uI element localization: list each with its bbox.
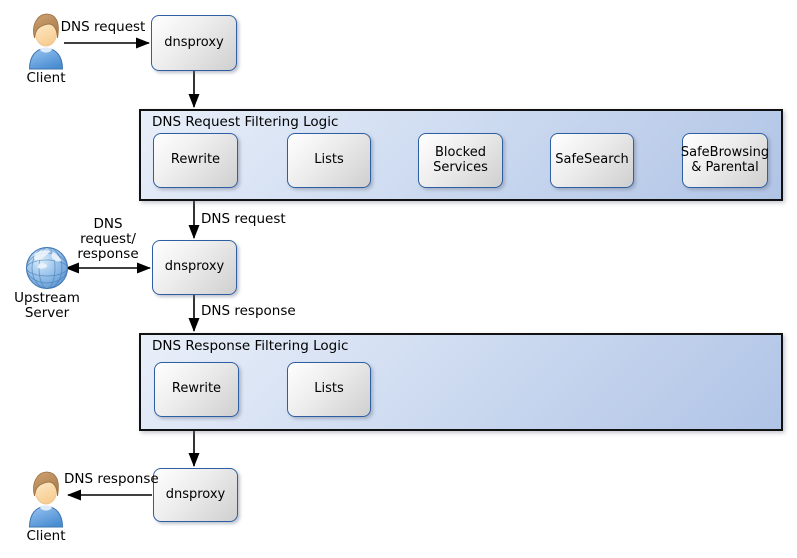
request-step-lists: Lists bbox=[287, 133, 371, 188]
edge-label-proxy-to-response-filter: DNS response bbox=[201, 303, 296, 319]
upstream-server-label: Upstream Server bbox=[14, 290, 80, 321]
response-step-rewrite: Rewrite bbox=[154, 362, 239, 417]
edge-label-client-to-proxy: DNS request bbox=[60, 19, 146, 35]
response-step-lists: Lists bbox=[287, 362, 371, 417]
request-filtering-title: DNS Request Filtering Logic bbox=[152, 114, 339, 130]
response-filtering-title: DNS Response Filtering Logic bbox=[152, 338, 349, 354]
edge-label-proxy-to-request-filter: DNS request bbox=[201, 211, 286, 227]
request-step-rewrite: Rewrite bbox=[153, 133, 238, 188]
response-filtering-container: DNS Response Filtering Logic bbox=[139, 333, 783, 431]
upstream-server-globe-icon bbox=[25, 246, 69, 290]
edge-label-proxy-to-client: DNS response bbox=[64, 471, 159, 487]
request-step-safebrowsing-parental: SafeBrowsing & Parental bbox=[681, 133, 769, 188]
client-bottom-label: Client bbox=[26, 528, 66, 544]
client-top-label: Client bbox=[26, 70, 66, 86]
dnsproxy-top-node: dnsproxy bbox=[151, 15, 237, 71]
client-bottom-person-icon bbox=[26, 470, 66, 528]
dnsproxy-middle-node: dnsproxy bbox=[152, 240, 237, 295]
request-step-safesearch: SafeSearch bbox=[550, 133, 634, 188]
edge-label-upstream-exchange: DNS request/ response bbox=[77, 216, 139, 262]
dnsproxy-bottom-node: dnsproxy bbox=[153, 468, 238, 522]
request-step-blocked-services: Blocked Services bbox=[418, 133, 503, 188]
